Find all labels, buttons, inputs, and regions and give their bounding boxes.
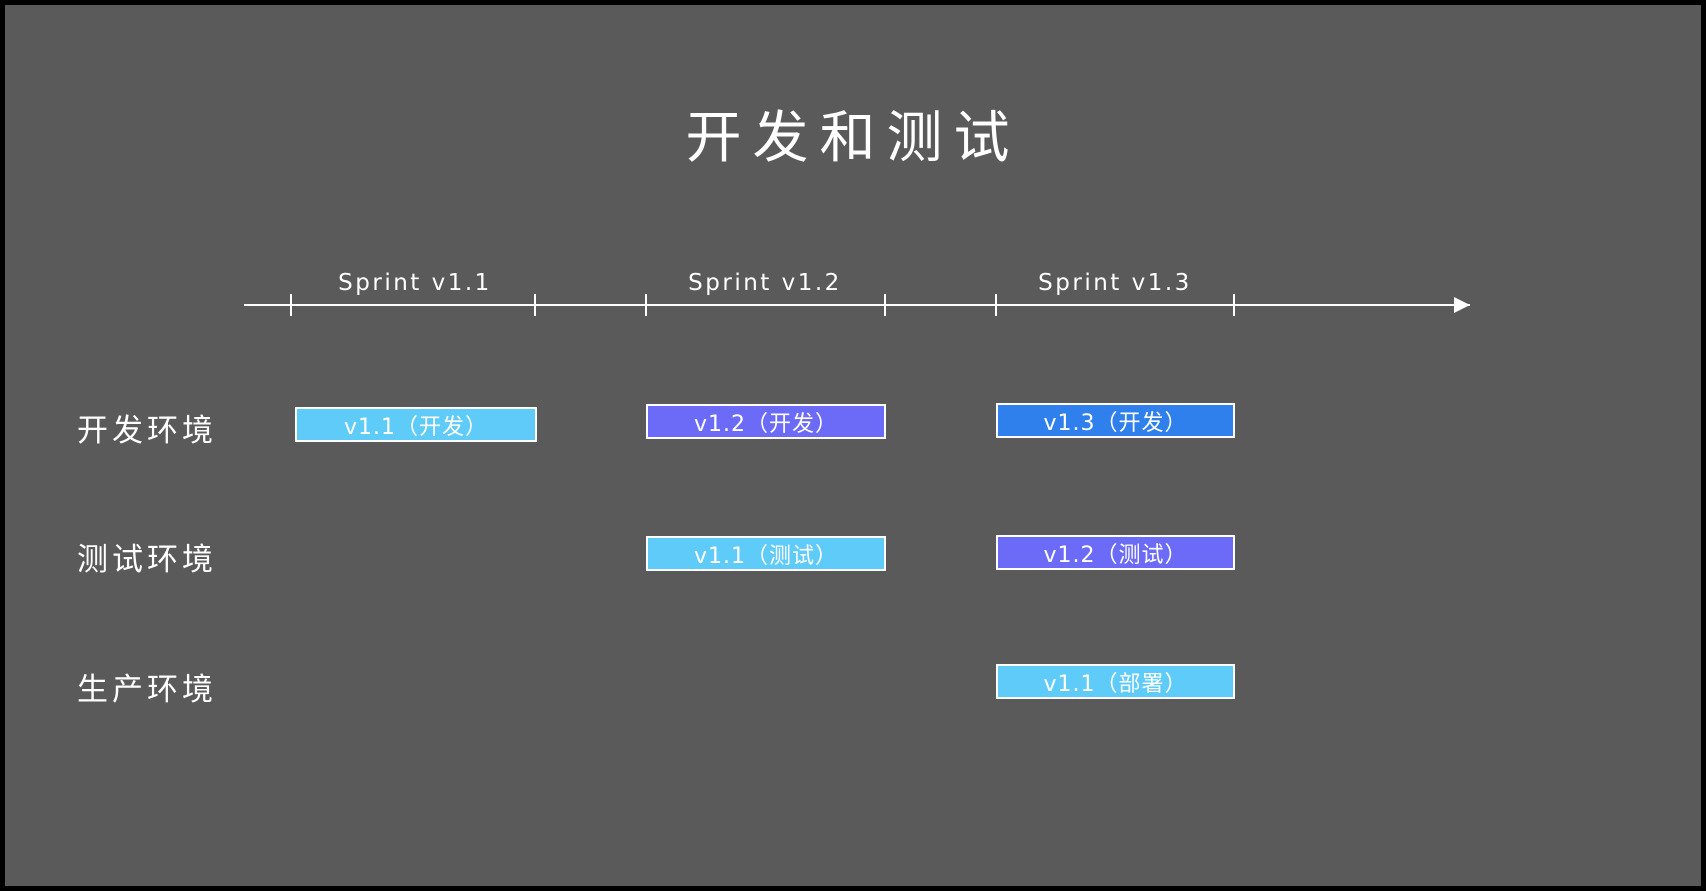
row-label-3: 生产环境 <box>77 672 217 708</box>
task-bar[interactable]: v1.2（测试） <box>996 535 1235 570</box>
sprint-label-1: Sprint v1.1 <box>338 270 492 296</box>
sprint-label-2: Sprint v1.2 <box>688 270 842 296</box>
task-bar[interactable]: v1.3（开发） <box>996 403 1235 438</box>
task-bar[interactable]: v1.2（开发） <box>646 404 886 439</box>
task-bar[interactable]: v1.1（开发） <box>295 407 537 442</box>
row-label-2: 测试环境 <box>77 542 217 578</box>
task-bar[interactable]: v1.1（测试） <box>646 536 886 571</box>
row-label-1: 开发环境 <box>77 413 217 449</box>
timeline-arrow-icon <box>1454 297 1470 313</box>
task-bar[interactable]: v1.1（部署） <box>996 664 1235 699</box>
sprint-label-3: Sprint v1.3 <box>1038 270 1192 296</box>
page-title: 开发和测试 <box>685 106 1021 171</box>
diagram-canvas: 开发和测试 开发环境测试环境生产环境 v1.1（开发） v1.2（开发） v1.3（… <box>5 5 1701 886</box>
